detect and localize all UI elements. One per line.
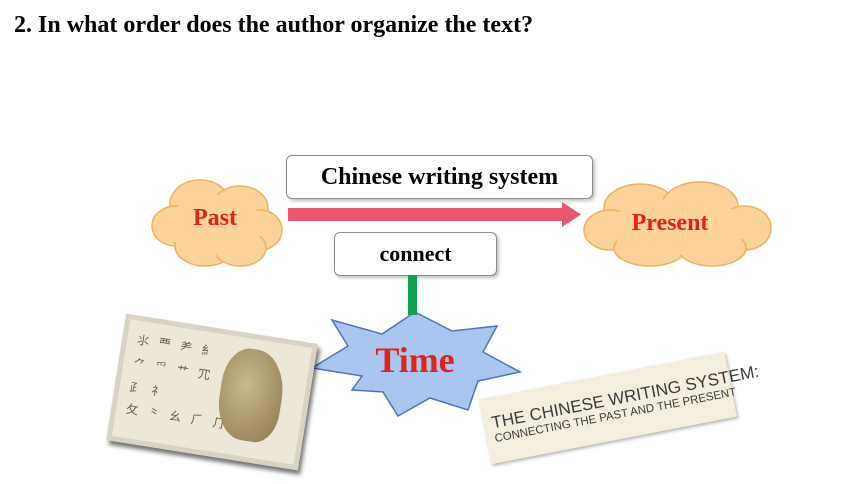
time-star — [309, 311, 523, 418]
writing-system-box: Chinese writing system — [286, 155, 593, 199]
arrow-past-to-present — [288, 202, 581, 227]
present-cloud — [583, 181, 772, 267]
present-label: Present — [631, 209, 709, 236]
question-text: 2. In what order does the author organiz… — [14, 12, 534, 38]
past-label: Past — [193, 204, 237, 231]
connect-box: connect — [334, 232, 497, 276]
glyph-decoration: ⺪ ⺭ — [128, 380, 168, 400]
past-cloud — [151, 179, 283, 267]
connector-stem — [408, 275, 417, 315]
time-label: Time — [375, 340, 455, 380]
